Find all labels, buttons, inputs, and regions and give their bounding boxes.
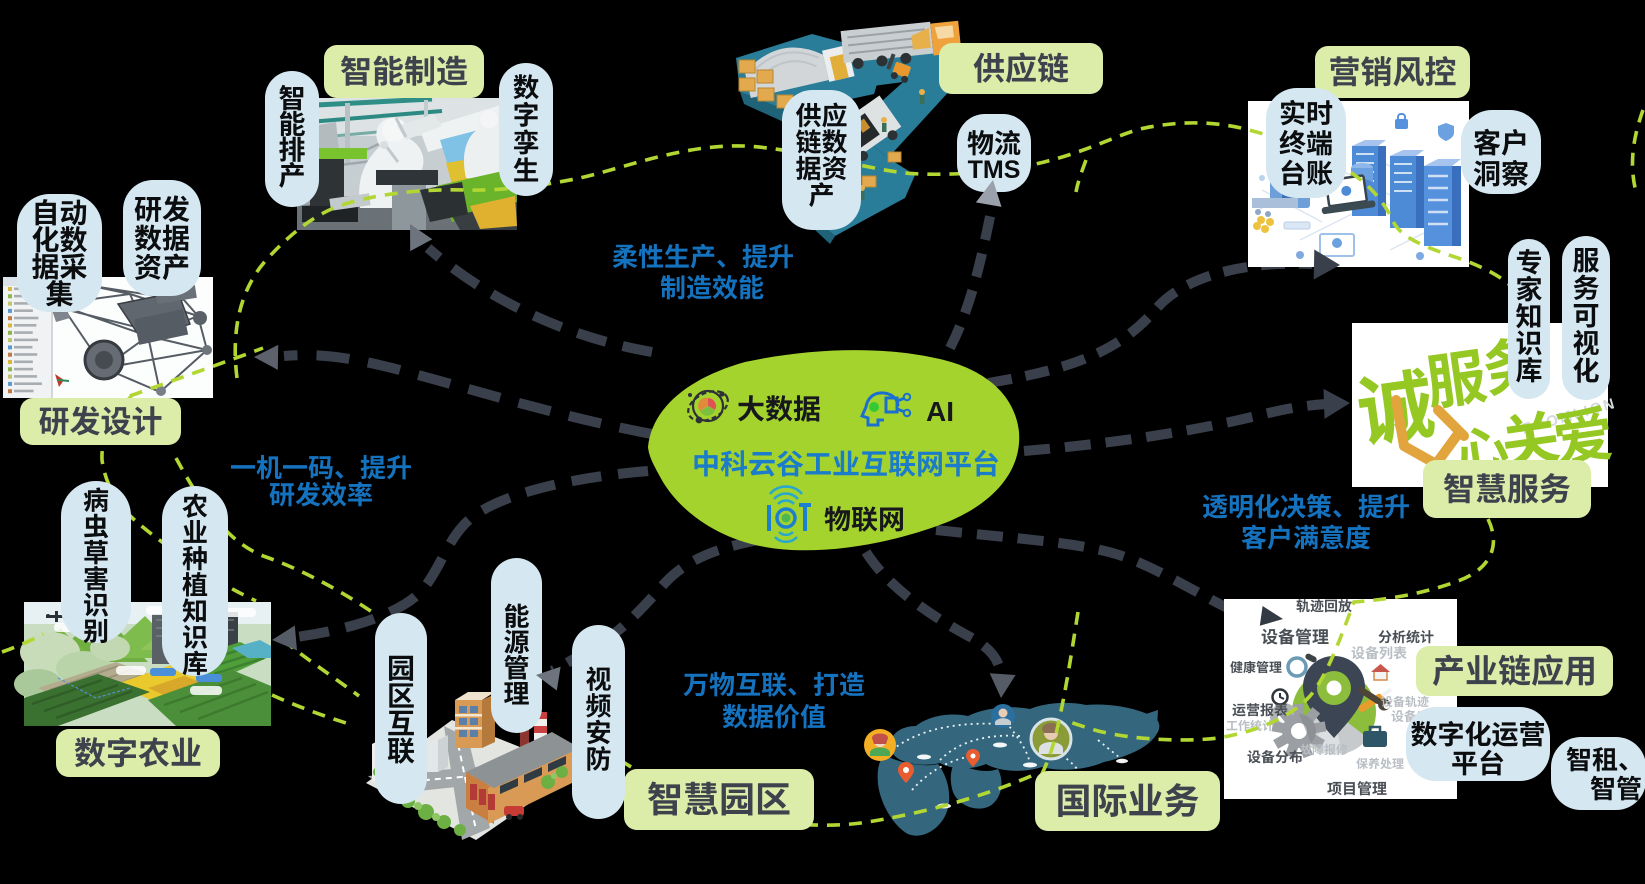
svg-text:AI: AI [926, 396, 954, 427]
svg-text:TMS: TMS [968, 156, 1021, 184]
